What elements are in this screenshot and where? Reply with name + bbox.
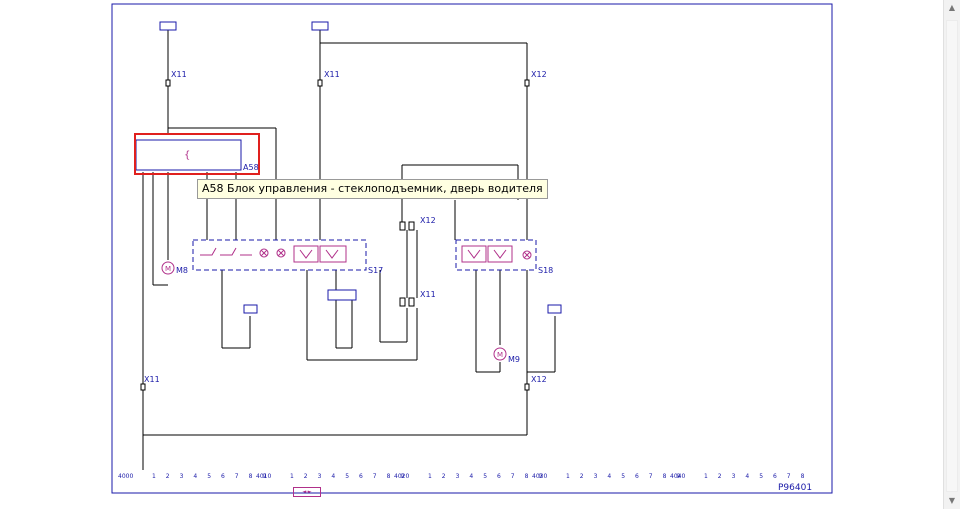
page-nav-chip[interactable]: ◄·► (293, 487, 321, 497)
svg-text:X11: X11 (420, 290, 436, 299)
connector-clips (140, 79, 530, 391)
component-tooltip: A58 Блок управления - стеклоподъемник, д… (197, 179, 548, 199)
ruler-digit: 2 (166, 473, 170, 480)
connector-labels: X11 X11 X12 X12 X11 X11 X12 (144, 70, 547, 384)
svg-text:{: { (184, 150, 190, 161)
svg-text:X12: X12 (531, 375, 547, 384)
ruler-digit: 3 (732, 473, 736, 480)
wires (142, 30, 556, 470)
a58-label: A58 (243, 163, 259, 172)
m9-motor[interactable]: M M9 (493, 347, 520, 364)
ruler-digit: 9 (538, 473, 542, 480)
svg-text:X11: X11 (171, 70, 187, 79)
ruler-digit: 2 (442, 473, 446, 480)
ruler-digit: 4 (469, 473, 473, 480)
ruler-digit: 5 (621, 473, 625, 480)
m9-label: M9 (508, 355, 520, 364)
svg-text:X11: X11 (144, 375, 160, 384)
ruler-digit: 1 (290, 473, 294, 480)
a58-control-unit[interactable]: { A58 (134, 133, 260, 175)
s18-label: S18 (538, 266, 553, 275)
ruler-digit: 4 (607, 473, 611, 480)
selection-highlight (134, 133, 260, 175)
ruler-digit: 5 (483, 473, 487, 480)
ruler-digit: 1 (566, 473, 570, 480)
ruler-digit: 7 (787, 473, 791, 480)
ruler-digit: 5 (345, 473, 349, 480)
ruler-digit: 8 (249, 473, 253, 480)
ruler-digit: 7 (649, 473, 653, 480)
ruler-section-label: 4010 (256, 473, 271, 480)
ruler-digit: 6 (497, 473, 501, 480)
ruler-digit: 2 (718, 473, 722, 480)
ruler-digit: 7 (511, 473, 515, 480)
sheet-frame (111, 3, 833, 494)
ruler-digit: 8 (525, 473, 529, 480)
ruler-digit: 8 (663, 473, 667, 480)
ruler-digit: 8 (387, 473, 391, 480)
m8-motor[interactable]: M M8 (161, 261, 188, 275)
s17-label: S17 (368, 266, 383, 275)
ruler-digit: 1 (428, 473, 432, 480)
svg-text:M: M (497, 351, 503, 359)
ruler-digit: 5 (207, 473, 211, 480)
ruler-digit: 6 (635, 473, 639, 480)
ruler-digit: 8 (801, 473, 805, 480)
ruler-digit: 9 (400, 473, 404, 480)
ruler-section-label: 4040 (670, 473, 685, 480)
ruler-digit: 9 (262, 473, 266, 480)
ruler-digit: 4 (331, 473, 335, 480)
ruler-digit: 2 (304, 473, 308, 480)
svg-text:M: M (165, 265, 171, 273)
m8-label: M8 (176, 266, 188, 275)
ruler-digit: 6 (359, 473, 363, 480)
svg-text:X12: X12 (531, 70, 547, 79)
ruler-digit: 5 (759, 473, 763, 480)
ruler-digit: 4 (745, 473, 749, 480)
ruler-digit: 4 (193, 473, 197, 480)
ruler-section-label: 4020 (394, 473, 409, 480)
scroll-up-icon[interactable]: ▲ (948, 3, 956, 12)
svg-text:X11: X11 (324, 70, 340, 79)
ruler-digit: 2 (580, 473, 584, 480)
scroll-down-icon[interactable]: ▼ (948, 496, 956, 505)
sheet-id: P96401 (778, 483, 812, 493)
ruler-digit: 6 (773, 473, 777, 480)
ruler-digit: 7 (373, 473, 377, 480)
ruler-digit: 3 (456, 473, 460, 480)
fuse-blocks (159, 21, 562, 314)
ruler-digit: 3 (594, 473, 598, 480)
ruler-digit: 1 (152, 473, 156, 480)
ruler-section-label: 4000 (118, 473, 133, 480)
ruler-digit: 1 (704, 473, 708, 480)
ruler-section-label: 4030 (532, 473, 547, 480)
s18-switch[interactable]: S18 (455, 239, 553, 275)
svg-text:X12: X12 (420, 216, 436, 225)
ruler-digit: 9 (676, 473, 680, 480)
ruler-digit: 6 (221, 473, 225, 480)
ruler-digit: 3 (180, 473, 184, 480)
ruler-digit: 7 (235, 473, 239, 480)
scrollbar-thumb[interactable] (946, 20, 958, 492)
vertical-scrollbar[interactable]: ▲ ▼ (943, 0, 960, 509)
s17-switch[interactable]: S17 (192, 239, 383, 275)
ruler-digit: 3 (318, 473, 322, 480)
